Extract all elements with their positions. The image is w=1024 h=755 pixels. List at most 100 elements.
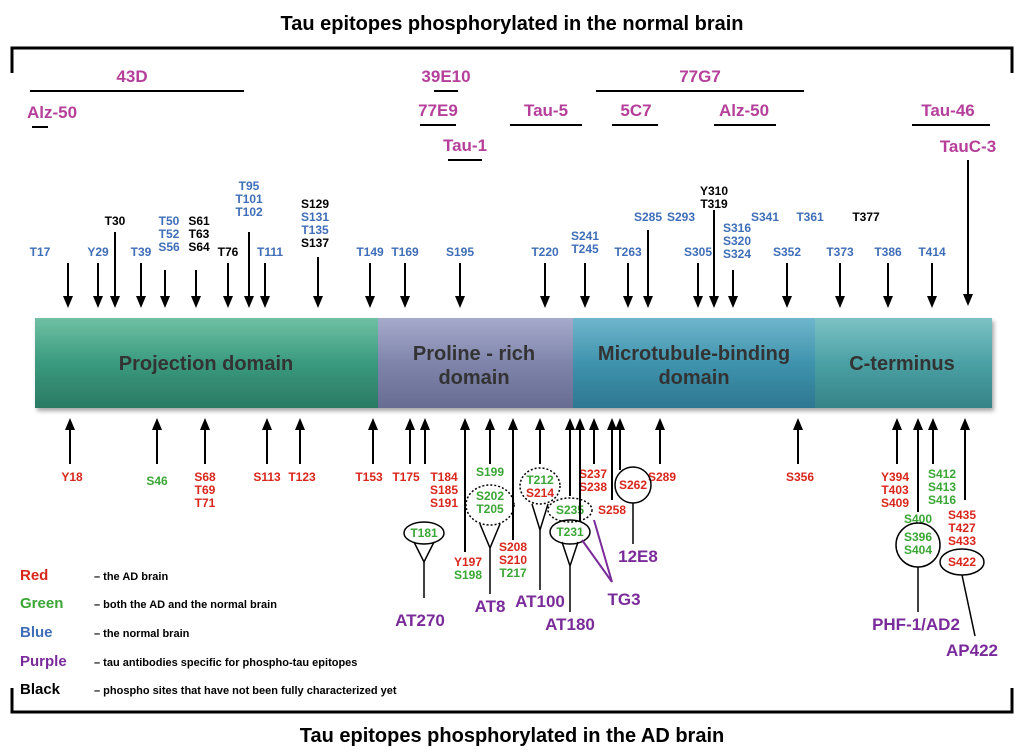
- antibody-77g7: 77G7: [679, 67, 721, 86]
- site-t101: T101: [235, 192, 263, 206]
- site-t30: T30: [105, 214, 126, 228]
- top-arrow-head-24: [782, 296, 792, 308]
- site-s195: S195: [446, 245, 474, 259]
- site-y18: Y18: [61, 470, 83, 484]
- antibody-at180: AT180: [545, 615, 595, 634]
- t181-ellipse: [403, 521, 445, 545]
- proline-rich-domain-block: [378, 318, 573, 408]
- site-s258: S258: [598, 503, 626, 517]
- antibody-at270: AT270: [395, 611, 445, 630]
- site-s416: S416: [928, 493, 956, 507]
- domain-bar: [35, 318, 992, 408]
- antibody-5c7: 5C7: [620, 101, 651, 120]
- legend-desc-red: – the AD brain: [94, 571, 168, 583]
- top-arrows: [63, 210, 937, 308]
- bottom-arrow-head-9: [460, 418, 470, 430]
- site-t184: T184: [430, 470, 458, 484]
- top-arrow-head-21: [728, 296, 738, 308]
- site-t386: T386: [874, 245, 902, 259]
- site-s191: S191: [430, 496, 458, 510]
- top-arrow-head-18: [693, 296, 703, 308]
- site-s237: S237: [579, 467, 607, 481]
- site-s356: S356: [786, 470, 814, 484]
- bottom-arrow-head-2: [200, 418, 210, 430]
- top-arrow-head-14: [580, 296, 590, 308]
- legend-desc-black: – phospho sites that have not been fully…: [94, 685, 397, 697]
- bottom-arrow-head-4: [295, 418, 305, 430]
- site-s433: S433: [948, 534, 976, 548]
- site-t377: T377: [852, 210, 880, 224]
- site-t373: T373: [826, 245, 854, 259]
- bottom-arrow-head-20: [793, 418, 803, 430]
- top-arrow-head-5: [191, 296, 201, 308]
- top-arrow-head-8: [260, 296, 270, 308]
- site-s137: S137: [301, 236, 329, 250]
- bottom-arrow-head-16: [589, 418, 599, 430]
- site-s396: S396: [904, 530, 932, 544]
- site-t69: T69: [195, 483, 216, 497]
- site-s262: S262: [619, 478, 647, 492]
- s202-t205-ellipse: [465, 484, 515, 526]
- bottom-arrow-head-12: [508, 418, 518, 430]
- top-arrow-head-3: [136, 296, 146, 308]
- site-t50: T50: [159, 214, 180, 228]
- top-arrow-head-1: [93, 296, 103, 308]
- top-arrow-head-6: [223, 296, 233, 308]
- antibody-alz-50-c: Alz-50: [719, 101, 769, 120]
- site-t217: T217: [499, 566, 527, 580]
- site-t63: T63: [189, 227, 210, 241]
- bottom-arrow-head-14: [565, 418, 575, 430]
- site-s422: S422: [948, 555, 976, 569]
- antibody-12e8: 12E8: [618, 547, 658, 566]
- legend-desc-purple: – tau antibodies specific for phospho-ta…: [94, 657, 357, 669]
- site-t220: T220: [531, 245, 559, 259]
- site-s56: S56: [158, 240, 180, 254]
- site-t205: T205: [476, 502, 504, 516]
- top-arrow-head-0: [63, 296, 73, 308]
- proline-rich-domain-label-2: domain: [438, 367, 509, 389]
- site-s238: S238: [579, 480, 607, 494]
- microtubule-binding-domain-block: [573, 318, 815, 408]
- bottom-arrow-head-19: [655, 418, 665, 430]
- antibody-phf-1-ad2: PHF-1/AD2: [872, 615, 960, 634]
- site-t414: T414: [918, 245, 946, 259]
- proline-rich-domain-label-1: Proline - rich: [413, 343, 535, 365]
- antibody-tauc-3: TauC-3: [940, 137, 996, 156]
- bottom-arrow-head-18: [615, 418, 625, 430]
- top-arrow-head-12: [455, 296, 465, 308]
- top-arrow-head-26: [883, 296, 893, 308]
- legend-key-red: Red: [20, 567, 48, 584]
- site-s131: S131: [301, 210, 329, 224]
- site-s113: S113: [253, 470, 281, 484]
- site-t149: T149: [356, 245, 384, 259]
- site-s285: S285: [634, 210, 662, 224]
- top-arrow-head-11: [400, 296, 410, 308]
- projection-domain-label: Projection domain: [119, 353, 293, 375]
- bottom-arrows: [65, 418, 970, 552]
- at100-fork: [531, 503, 549, 590]
- c-terminus-label: C-terminus: [849, 353, 955, 375]
- tauc-3-arrow-head: [963, 294, 973, 306]
- bottom-arrow-head-13: [535, 418, 545, 430]
- site-t153: T153: [355, 470, 383, 484]
- site-t71: T71: [195, 496, 216, 510]
- top-arrow-head-19: [709, 296, 719, 308]
- top-arrow-head-4: [160, 296, 170, 308]
- site-t212: T212: [526, 473, 554, 487]
- antibody-tau-46: Tau-46: [921, 101, 975, 120]
- at180-fork: [561, 541, 579, 612]
- bottom-antibody-connectors: [403, 466, 985, 637]
- site-y197: Y197: [454, 555, 482, 569]
- site-t427: T427: [948, 521, 976, 535]
- bottom-arrow-head-22: [928, 418, 938, 430]
- bottom-arrow-head-0: [65, 418, 75, 430]
- site-s289: S289: [648, 470, 676, 484]
- site-t39: T39: [131, 245, 152, 259]
- site-s409: S409: [881, 496, 909, 510]
- antibody-77e9: 77E9: [418, 101, 458, 120]
- bottom-arrow-head-1: [152, 418, 162, 430]
- site-s320: S320: [723, 234, 751, 248]
